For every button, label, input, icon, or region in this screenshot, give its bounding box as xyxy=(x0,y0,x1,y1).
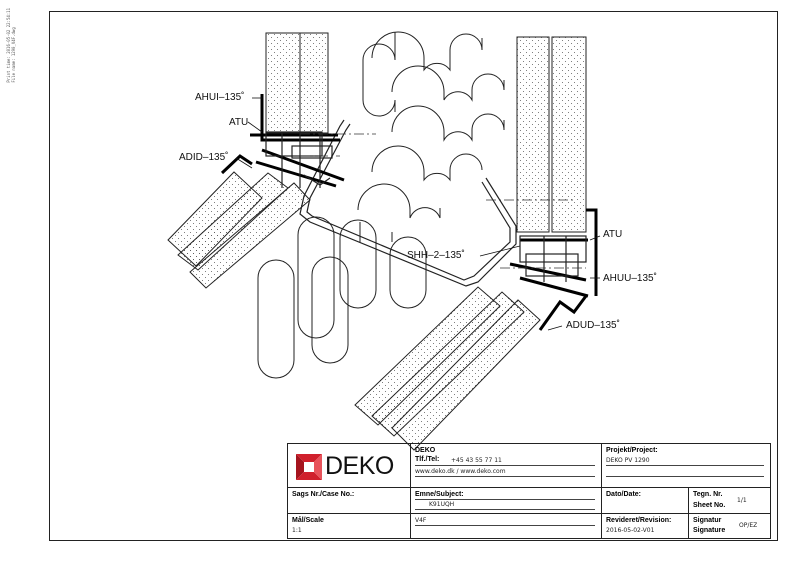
drawing-frame xyxy=(49,11,778,541)
serpentine-heating-loops xyxy=(257,31,505,379)
subject-label: Emne/Subject: xyxy=(415,491,464,498)
sheet-label-1: Tegn. Nr. xyxy=(693,491,723,498)
label-adud: ADUD–135˚ xyxy=(566,320,620,331)
company-cell: DEKO Tlf./Tel: +45 43 55 77 11 www.deko.… xyxy=(411,444,602,488)
label-atu-left: ATU xyxy=(229,117,249,128)
revision-cell: Revideret/Revision: 2016-05-02-V01 xyxy=(602,514,689,538)
phone-value: +45 43 55 77 11 xyxy=(451,457,502,464)
centre-lines xyxy=(300,133,586,269)
signature-label-1: Signatur xyxy=(693,517,722,524)
panel-diagonal-left xyxy=(167,171,311,289)
logo-text: DEKO xyxy=(325,452,394,480)
sheet-cell: Tegn. Nr. Sheet No. 1/1 xyxy=(689,488,770,514)
web-value: www.deko.dk / www.deko.com xyxy=(415,468,506,475)
signature-value: OP/EZ xyxy=(739,522,758,529)
label-ahuu: AHUU–135˚ xyxy=(603,273,657,284)
deko-mark-icon xyxy=(296,453,322,480)
profile-left-details xyxy=(265,131,333,188)
case-label: Sags Nr./Case No.: xyxy=(292,491,355,498)
shh-profile xyxy=(299,119,517,287)
code-cell: V4F xyxy=(411,514,602,538)
scale-label: Mål/Scale xyxy=(292,517,324,524)
panel-diagonal-right xyxy=(354,286,541,451)
date-label: Dato/Date: xyxy=(606,491,642,498)
profile-right xyxy=(509,208,598,331)
logo-cell: DEKO xyxy=(288,444,411,488)
label-adid: ADID–135˚ xyxy=(179,152,229,163)
panel-upper-left xyxy=(265,32,329,134)
signature-label-2: Signature xyxy=(693,527,726,534)
label-ahui: AHUI–135˚ xyxy=(195,92,245,103)
title-block: DEKO DEKO Tlf./Tel: +45 43 55 77 11 www.… xyxy=(287,443,771,539)
sheet-value: 1/1 xyxy=(737,497,747,504)
sheet-label-2: Sheet No. xyxy=(693,502,726,509)
subject-cell: Emne/Subject: K91UQH xyxy=(411,488,602,514)
revision-value: 2016-05-02-V01 xyxy=(606,527,655,534)
subject-value: K91UQH xyxy=(429,501,455,508)
profile-right-details xyxy=(519,235,587,282)
label-shh: SHH–2–135˚ xyxy=(407,250,465,261)
date-cell: Dato/Date: xyxy=(602,488,689,514)
company-name: DEKO xyxy=(415,447,436,454)
deko-logo: DEKO xyxy=(296,452,394,481)
label-atu-right: ATU xyxy=(603,229,623,240)
panel-upper-right xyxy=(516,36,587,233)
code-value: V4F xyxy=(415,517,427,524)
signature-cell: Signatur Signature OP/EZ xyxy=(689,514,770,538)
phone-label: Tlf./Tel: xyxy=(415,456,440,463)
project-value: DEKO PV 1290 xyxy=(606,457,650,464)
revision-label: Revideret/Revision: xyxy=(606,517,672,524)
scale-value: 1:1 xyxy=(292,527,302,534)
project-cell: Projekt/Project: DEKO PV 1290 xyxy=(602,444,770,488)
case-cell: Sags Nr./Case No.: xyxy=(288,488,411,514)
profile-left xyxy=(220,94,345,188)
project-label: Projekt/Project: xyxy=(606,447,658,454)
leader-lines xyxy=(235,97,601,331)
scale-cell: Mål/Scale 1:1 xyxy=(288,514,411,538)
